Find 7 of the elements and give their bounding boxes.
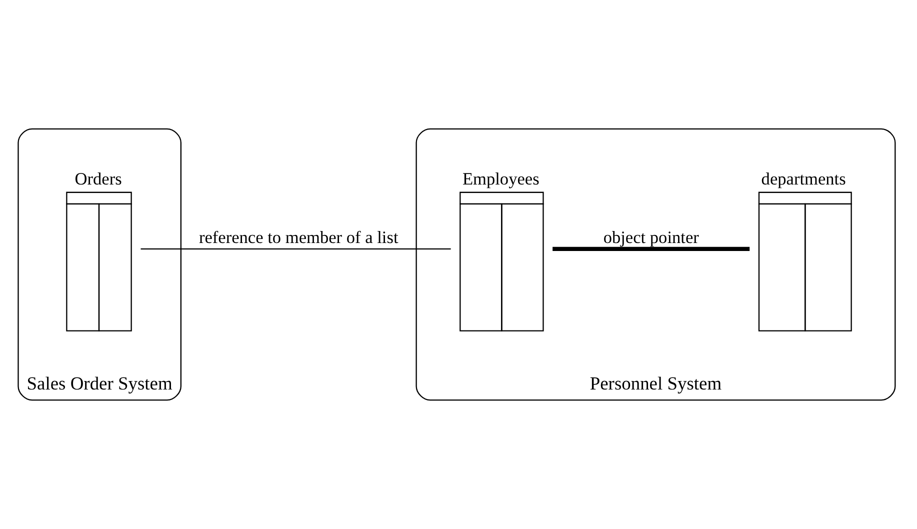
edge-label: reference to member of a list	[198, 228, 398, 248]
connector	[140, 248, 450, 250]
edge-label: object pointer	[602, 228, 698, 248]
node-label: departments	[760, 169, 846, 188]
node-label: Orders	[74, 169, 122, 188]
connector	[552, 246, 750, 251]
node-label: Employees	[462, 169, 539, 188]
